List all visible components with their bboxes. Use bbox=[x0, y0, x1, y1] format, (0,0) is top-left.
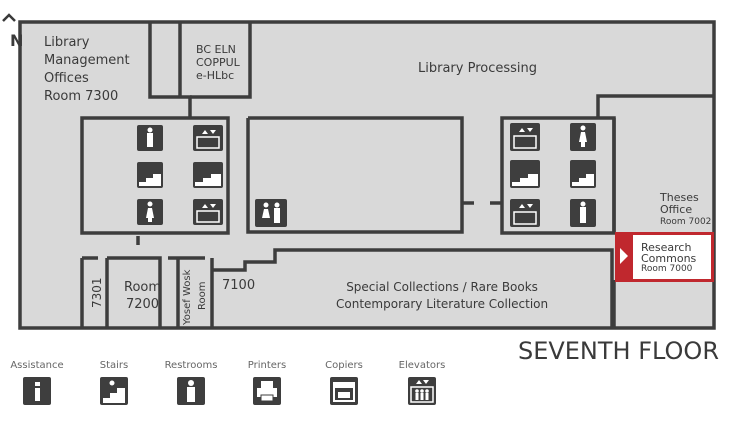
management-offices-label: Library Management Offices Room 7300 bbox=[44, 34, 130, 106]
legend-label: Printers bbox=[247, 360, 287, 371]
special-collections-label: Special Collections / Rare Books Contemp… bbox=[336, 279, 548, 313]
legend-item-assistance: Assistance bbox=[7, 360, 67, 409]
label-line: e-HLbc bbox=[196, 69, 235, 82]
legend-label: Stairs bbox=[99, 360, 129, 371]
legend-label: Restrooms bbox=[164, 360, 218, 371]
north-arrow-icon bbox=[2, 13, 16, 22]
person-glyph bbox=[187, 380, 195, 402]
elevator-icon bbox=[510, 123, 540, 151]
label-line: Room 7002 bbox=[660, 217, 712, 227]
stairs-glyph bbox=[103, 380, 125, 403]
yosef-wosk-label-1: Yosef Wosk bbox=[182, 269, 193, 326]
label-line: Special Collections / Rare Books bbox=[346, 280, 538, 294]
research-commons-label: Research Commons Room 7000 bbox=[641, 242, 696, 275]
theses-office-label: Theses Office Room 7002 bbox=[660, 192, 711, 228]
legend-label: Copiers bbox=[325, 360, 363, 371]
room-7200-label: Room 7200 bbox=[124, 279, 161, 313]
north-label: N bbox=[10, 31, 23, 50]
label-line: Office bbox=[660, 203, 693, 216]
room-7301-label: 7301 bbox=[90, 277, 104, 308]
label-line: Room 7300 bbox=[44, 89, 119, 104]
label-line: Library bbox=[44, 35, 90, 50]
label-line: 7200 bbox=[125, 297, 160, 312]
legend-label: Elevators bbox=[398, 360, 446, 371]
legend-item-copiers: Copiers bbox=[314, 360, 374, 409]
room-7100-label: 7100 bbox=[222, 278, 256, 293]
legend-item-restrooms: Restrooms bbox=[161, 360, 221, 409]
stairs-icon bbox=[100, 377, 128, 405]
legend-item-elevators: Elevators bbox=[392, 360, 452, 409]
arrow-right-icon bbox=[620, 248, 628, 264]
elevator-icon bbox=[510, 199, 540, 227]
bc-eln-label: BC ELN COPPUL e-HLbc bbox=[196, 43, 240, 82]
legend-item-stairs: Stairs bbox=[84, 360, 144, 409]
floor-title: SEVENTH FLOOR bbox=[518, 337, 719, 365]
label-line: BC ELN bbox=[196, 43, 236, 56]
floor-area bbox=[20, 22, 714, 328]
icon-glyphs bbox=[139, 125, 594, 225]
elevator-glyph bbox=[410, 380, 434, 403]
research-commons-label-bg bbox=[633, 235, 711, 279]
elevator-icon bbox=[193, 125, 223, 151]
library-processing-label: Library Processing bbox=[418, 61, 538, 76]
label-line: Theses bbox=[660, 191, 699, 204]
copier-glyph bbox=[333, 382, 355, 402]
label-line: Room bbox=[124, 280, 162, 295]
copier-icon bbox=[330, 377, 358, 405]
label-line: Contemporary Literature Collection bbox=[336, 297, 549, 311]
restroom-icon bbox=[255, 199, 287, 227]
label-line: Commons bbox=[641, 252, 697, 265]
printer-icon bbox=[253, 377, 281, 405]
elevator-icon bbox=[408, 377, 436, 405]
label-line: Research bbox=[641, 241, 692, 254]
yosef-wosk-label-2: Room bbox=[197, 282, 208, 310]
label-line: Room 7000 bbox=[641, 264, 693, 274]
label-line: Offices bbox=[44, 71, 89, 86]
elevator-icon bbox=[193, 199, 223, 225]
legend-item-printers: Printers bbox=[237, 360, 297, 409]
walls bbox=[18, 20, 716, 330]
label-line: Management bbox=[44, 53, 130, 68]
info-icon bbox=[23, 377, 51, 405]
legend-label: Assistance bbox=[10, 360, 64, 371]
label-line: COPPUL bbox=[196, 56, 240, 69]
restroom-icon bbox=[177, 377, 205, 405]
printer-glyph bbox=[257, 381, 277, 402]
